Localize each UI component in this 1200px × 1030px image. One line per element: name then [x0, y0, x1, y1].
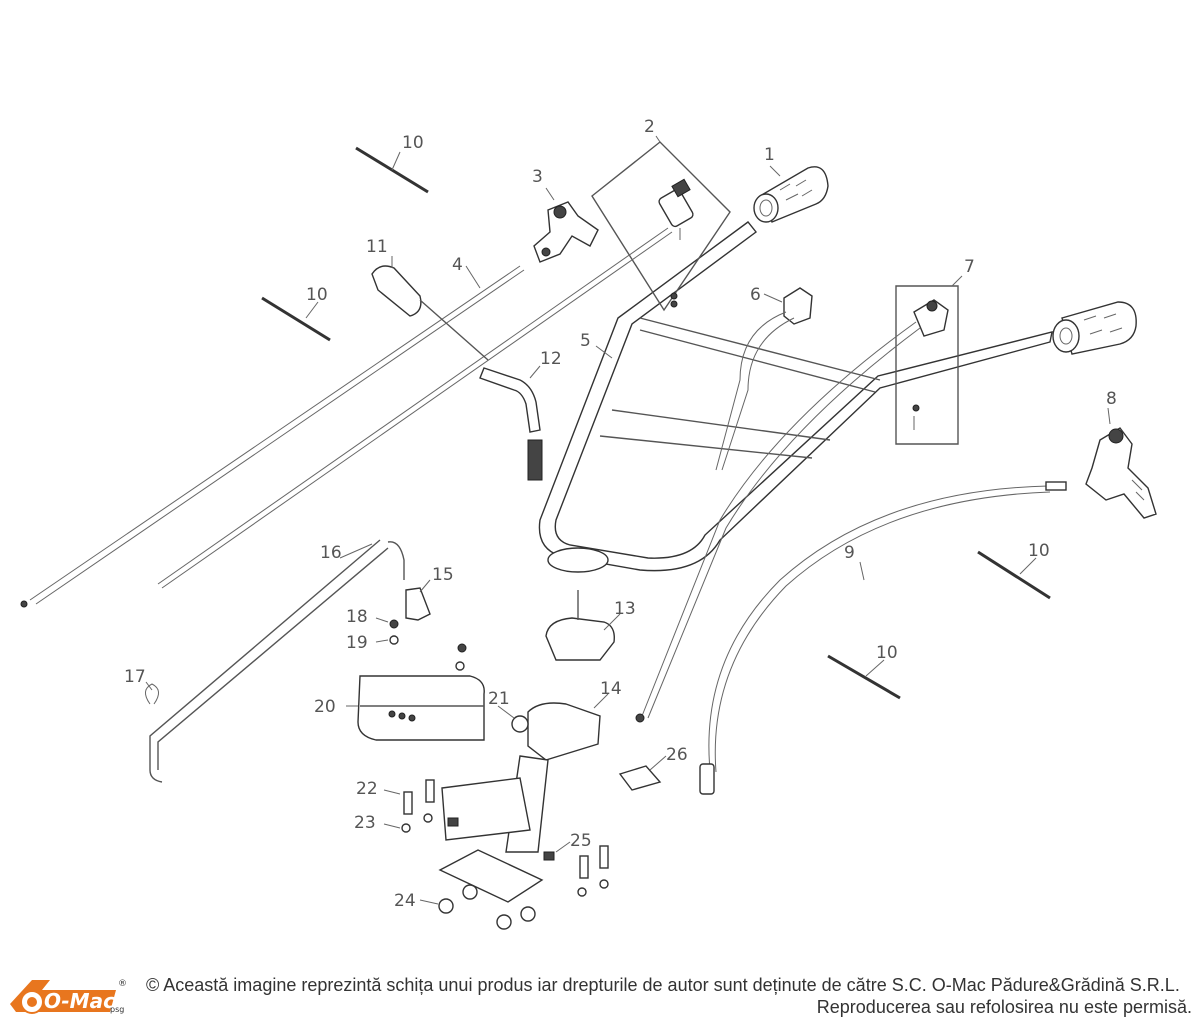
callout-10-c: 10	[1028, 541, 1050, 561]
callout-21: 21	[488, 689, 510, 709]
callout-11: 11	[366, 237, 388, 257]
callout-18: 18	[346, 607, 368, 627]
callout-1: 1	[764, 145, 775, 165]
callout-24: 24	[394, 891, 416, 911]
lever-right	[1085, 427, 1157, 519]
callout-12: 12	[540, 349, 562, 369]
logo-suffix: psg	[110, 1005, 124, 1014]
leader-lines	[145, 135, 1111, 905]
lever-left	[533, 201, 599, 263]
callout-6: 6	[750, 285, 761, 305]
callout-3: 3	[532, 167, 543, 187]
footer: O-Mac psg ® © Această imagine reprezintă…	[0, 968, 1200, 1030]
callout-5: 5	[580, 331, 591, 351]
callout-7: 7	[964, 257, 975, 277]
callout-2: 2	[644, 117, 655, 137]
omac-logo-icon: O-Mac psg ®	[10, 979, 127, 1014]
callout-20: 20	[314, 697, 336, 717]
cable-ties	[261, 146, 1051, 700]
handlebar-frame	[538, 221, 1053, 572]
copyright-notice: © Această imagine reprezintă schița unui…	[146, 974, 1192, 1018]
callout-19: 19	[346, 633, 368, 653]
stop-switch	[715, 287, 813, 471]
fasteners	[389, 619, 609, 930]
grip-left	[753, 166, 829, 223]
cables	[20, 227, 1067, 795]
callout-26: 26	[666, 745, 688, 765]
callout-17: 17	[124, 667, 146, 687]
callout-9: 9	[844, 543, 855, 563]
callout-10-d: 10	[876, 643, 898, 663]
toolbox	[357, 675, 485, 741]
copyright-line-2: Reproducerea sau refolosirea nu este per…	[816, 997, 1192, 1017]
callout-23: 23	[354, 813, 376, 833]
callout-labels: 1 2 3 4 5 6 7 8 9 10 10 10 10 11 12 13 1…	[124, 117, 1117, 911]
pivot-mount	[438, 547, 662, 903]
callout-10-a: 10	[402, 133, 424, 153]
exploded-parts-diagram: 1 2 3 4 5 6 7 8 9 10 10 10 10 11 12 13 1…	[20, 117, 1157, 930]
callout-15: 15	[432, 565, 454, 585]
callout-25: 25	[570, 831, 592, 851]
grip-right	[1052, 301, 1137, 355]
throttle-assembly	[591, 141, 731, 312]
clutch-lever-assembly	[895, 285, 959, 445]
callout-16: 16	[320, 543, 342, 563]
logo-registered: ®	[118, 979, 127, 989]
copyright-line-1: © Această imagine reprezintă schița unui…	[146, 975, 1180, 995]
callout-22: 22	[356, 779, 378, 799]
callout-8: 8	[1106, 389, 1117, 409]
callout-13: 13	[614, 599, 636, 619]
callout-10-b: 10	[306, 285, 328, 305]
support-rod	[145, 539, 431, 783]
shift-knob-and-rod	[371, 265, 543, 481]
callout-14: 14	[600, 679, 622, 699]
callout-4: 4	[452, 255, 463, 275]
logo-text: O-Mac	[44, 989, 115, 1013]
